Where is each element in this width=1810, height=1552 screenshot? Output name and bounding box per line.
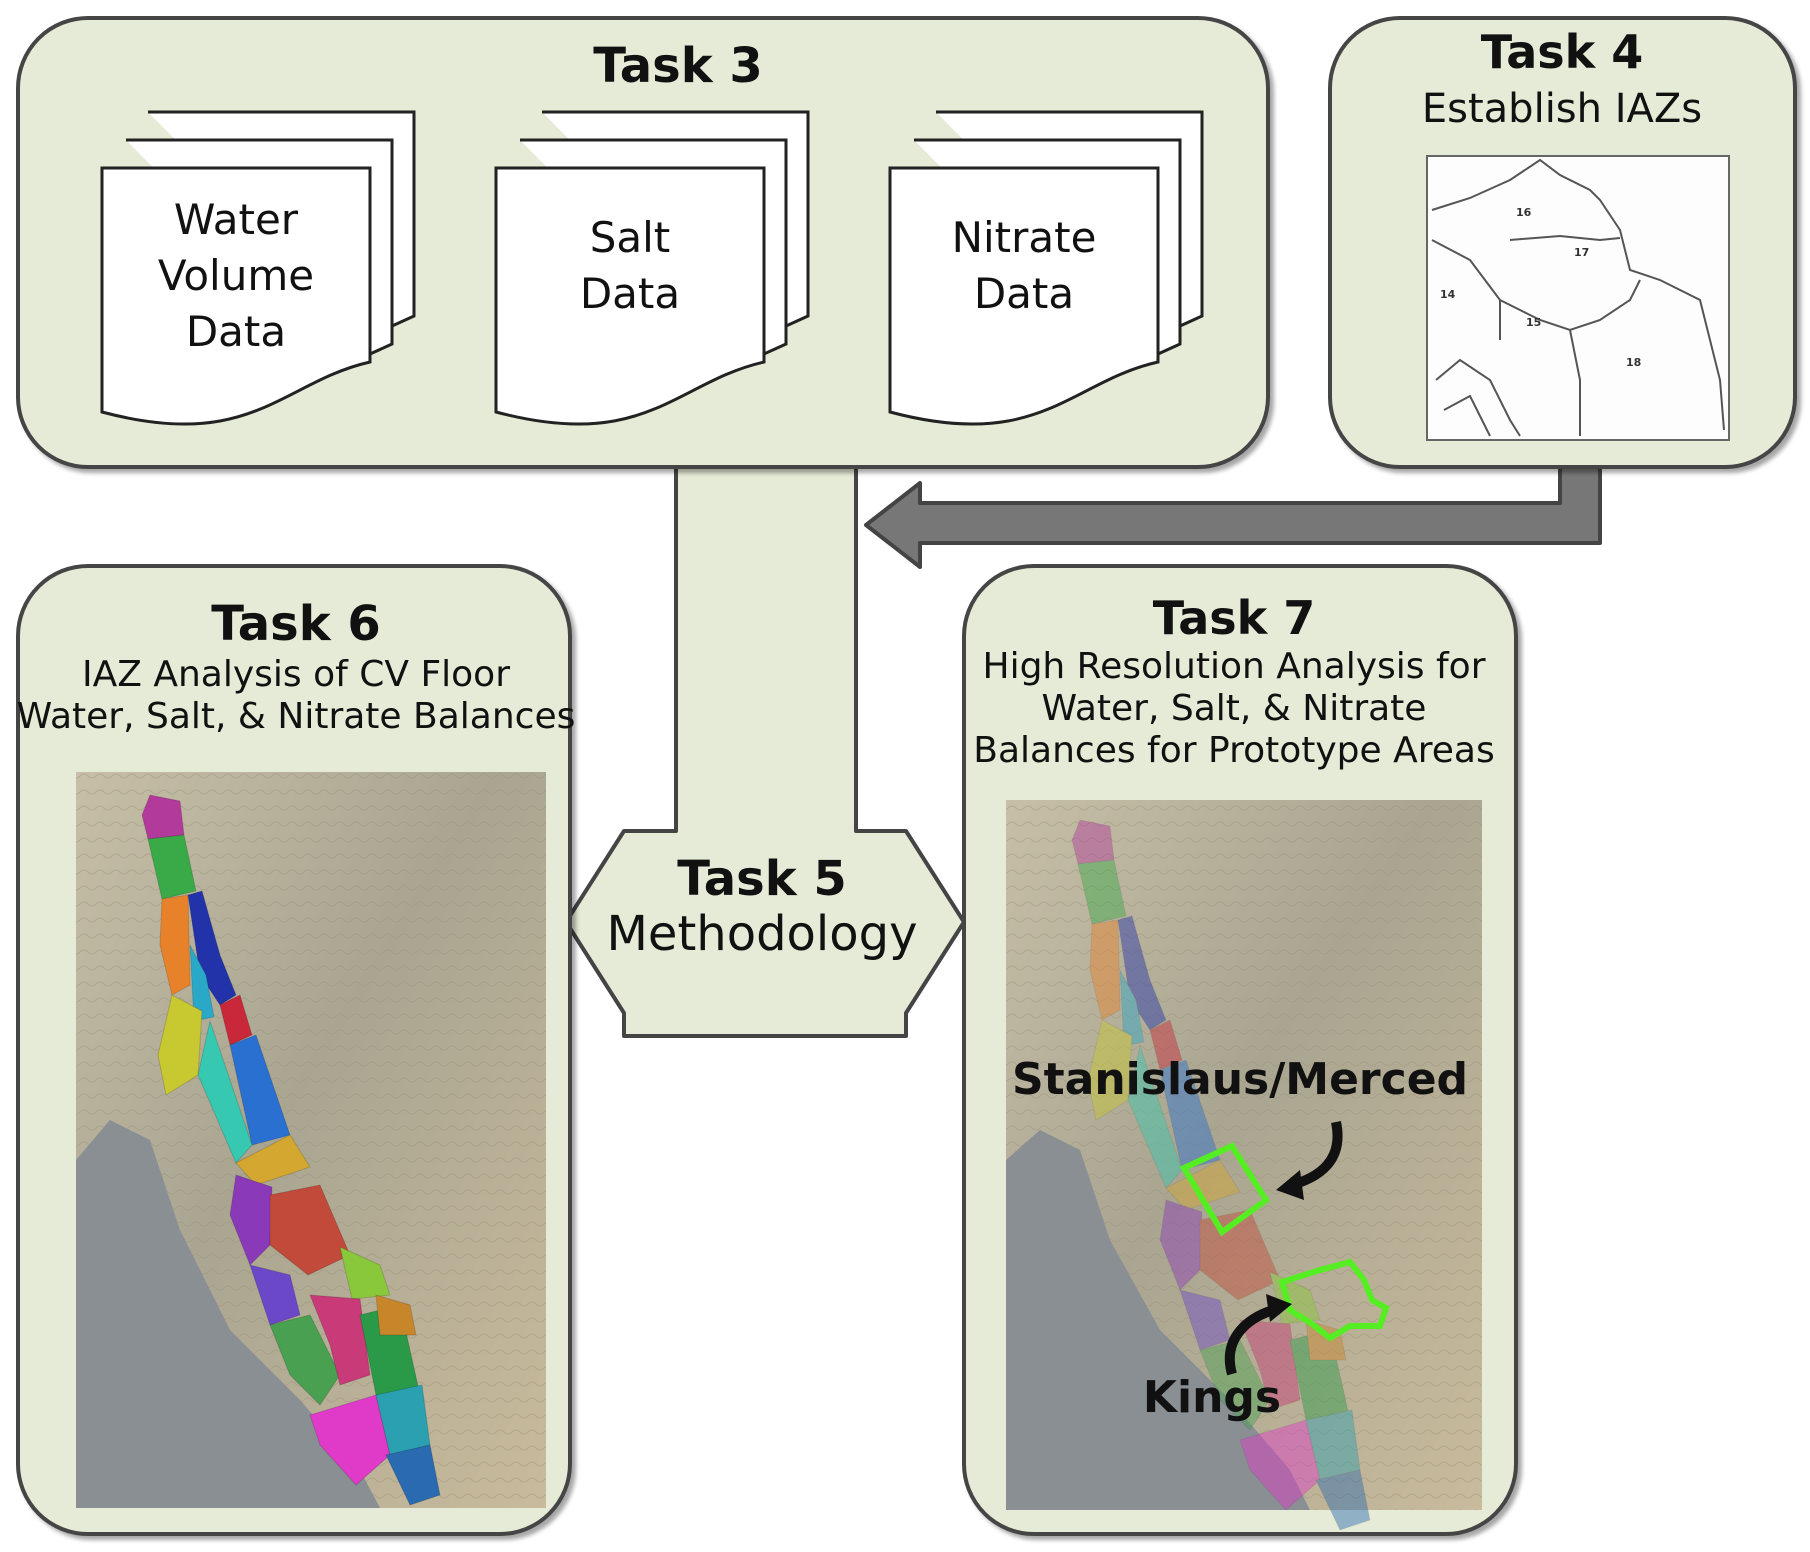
iaz-label: 18 [1626,356,1641,369]
iaz-region [1239,1319,1301,1411]
task7-subtitle-line: Water, Salt, & Nitrate [1042,688,1427,729]
iaz-region [249,1264,301,1326]
iaz-label: 15 [1526,316,1541,329]
iaz-region [189,944,215,1022]
task5-title: Task 5 [677,851,847,907]
task7-subtitle-line: High Resolution Analysis for [983,646,1486,687]
nitrate-data-doc: Nitrate Data [888,110,1204,426]
kings-outline [1278,1258,1390,1342]
iaz-region [1077,859,1127,925]
iaz-region [141,794,185,840]
stanislaus-merced-outline [1179,1142,1271,1237]
task7-subtitle-line: Balances for Prototype Areas [973,730,1494,771]
iaz-region [375,1294,417,1336]
task3-to-task5-connector [564,465,966,1038]
iaz-region [1149,1019,1183,1071]
stanislaus-merced-label: Stanislaus/Merced [1012,1054,1468,1105]
iaz-region [197,1019,253,1164]
task4-panel: Task 4 Establish IAZs 16 17 14 15 18 [1328,16,1797,469]
salt-data-doc: Salt Data [494,110,810,426]
iaz-region [1089,919,1121,1021]
doc-line: Water [174,195,299,244]
task6-panel: Task 6 IAZ Analysis of CV Floor Water, S… [16,564,576,1536]
task6-subtitle-line: Water, Salt, & Nitrate Balances [17,696,576,737]
task4-title: Task 4 [1481,25,1643,79]
task3-title: Task 3 [593,38,763,94]
arrow-head [1266,1294,1292,1322]
task4-subtitle: Establish IAZs [1422,86,1702,132]
iaz-region [157,994,203,1096]
iaz-region [1165,1159,1241,1211]
water-volume-data-doc: Water Volume Data [100,110,416,426]
iaz-label: 17 [1574,246,1589,259]
iaz-region [1119,969,1145,1047]
iaz-region [159,894,191,996]
iaz-map: 16 17 14 15 18 [1426,155,1730,441]
doc-line: Data [974,269,1074,318]
iaz-region [1305,1409,1361,1481]
iaz-region [385,1444,441,1506]
doc-line: Nitrate [952,213,1097,262]
kings-label: Kings [1143,1372,1281,1423]
iaz-region [219,994,253,1046]
iaz-region [1071,819,1115,865]
arrow-head [1276,1170,1304,1200]
iaz-region [1159,1199,1203,1291]
iaz-region [269,1314,341,1406]
task7-panel: Task 7 High Resolution Analysis for Wate… [962,564,1518,1536]
iaz-region [1159,1059,1221,1171]
iaz-region [1289,1329,1351,1421]
iaz-regions [141,794,441,1506]
iaz-region [339,1246,391,1300]
doc-line: Salt [590,213,671,262]
iaz-region [309,1394,391,1486]
iaz-region [235,1134,311,1186]
iaz-region [229,1174,273,1266]
task3-panel: Task 3 Water Volume Data Salt Data Nitra… [16,16,1270,469]
task6-title: Task 6 [211,596,381,652]
doc-line: Data [580,269,680,318]
iaz-region [1087,1019,1133,1121]
iaz-region [1315,1469,1371,1531]
task7-title: Task 7 [1153,591,1315,645]
task4-arrow [864,461,1602,569]
task6-subtitle-line: IAZ Analysis of CV Floor [82,654,510,695]
iaz-region [269,1184,351,1276]
prototype-areas-map: Stanislaus/Merced Kings [1006,800,1482,1531]
iaz-region [147,834,197,900]
iaz-label: 14 [1440,288,1456,301]
iaz-region [309,1294,371,1386]
cv-floor-map [76,772,546,1508]
iaz-label: 16 [1516,206,1532,219]
iaz-region [1117,915,1167,1031]
iaz-region [1239,1419,1321,1511]
task5-subtitle: Methodology [607,906,918,962]
doc-line: Data [186,307,286,356]
doc-line: Volume [158,251,314,300]
